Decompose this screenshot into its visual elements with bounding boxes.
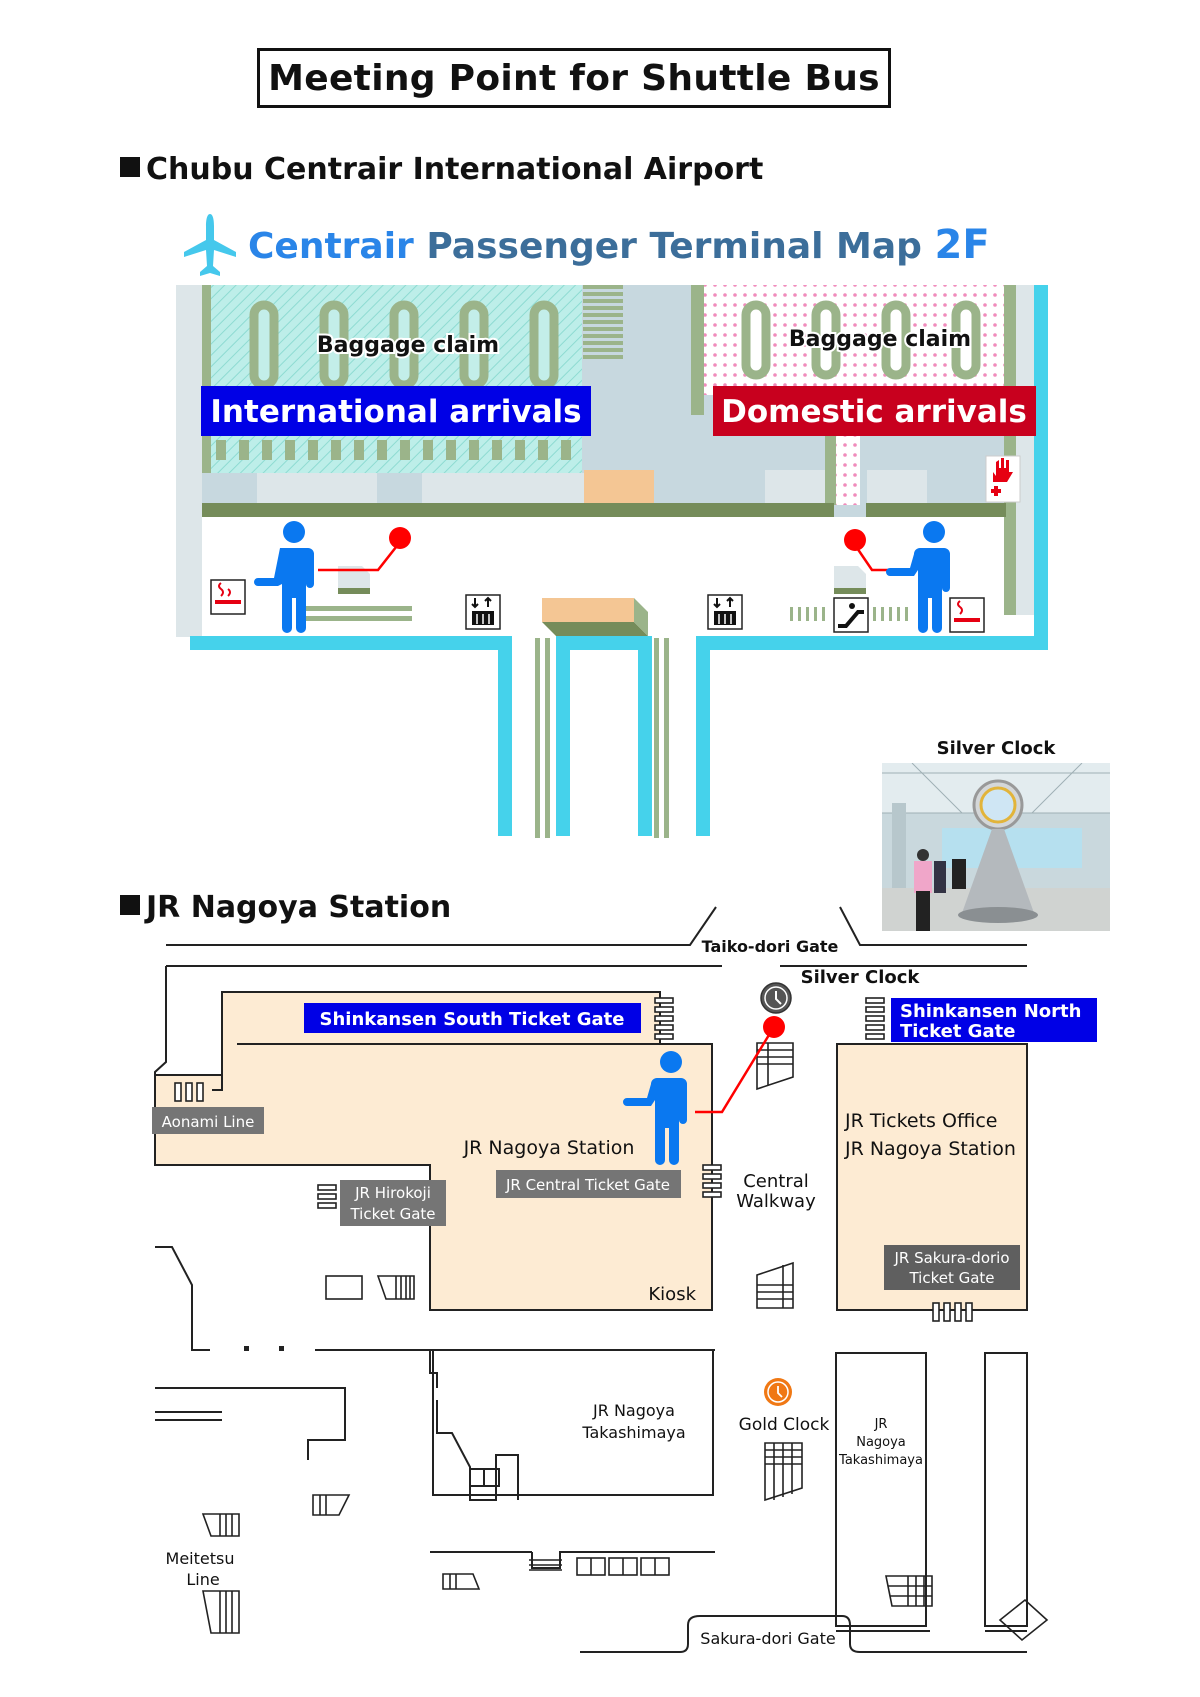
takashimaya-east-label-2: Nagoya [856, 1435, 906, 1450]
terminal-floor-label: 2F [934, 222, 990, 268]
moving-walkway-rails [535, 638, 669, 838]
terminal-map: Baggage claim Baggage claim Internationa… [176, 285, 1048, 838]
sakura-gate-label-2: Ticket Gate [908, 1269, 994, 1287]
meeting-point-intl [254, 521, 411, 633]
shinkansen-north-label-2: Ticket Gate [900, 1021, 1015, 1042]
takashimaya-east-label-3: Takashimaya [838, 1453, 923, 1468]
hirokoji-label-2: Ticket Gate [349, 1205, 435, 1223]
tickets-office-label-2: JR Nagoya Station [844, 1138, 1016, 1160]
jr-nagoya-station-label: JR Nagoya Station [463, 1137, 635, 1159]
sakura-gate-badge [884, 1245, 1020, 1290]
intl-arrivals-banner [201, 386, 591, 436]
gold-clock-label: Gold Clock [739, 1415, 830, 1435]
first-aid-icon [985, 455, 1021, 503]
sakura-gate-label-1: JR Sakura-dorio [893, 1249, 1009, 1267]
escalator-icon [833, 597, 869, 633]
tickets-office-label-1: JR Tickets Office [844, 1110, 997, 1132]
ticket-gate-markers [174, 997, 973, 1322]
shinkansen-north-label-1: Shinkansen North [900, 1001, 1081, 1022]
station-map: Taiko-dori Gate Silver Clock Shinkansen … [152, 906, 1097, 1653]
meeting-point-marker-station [763, 1016, 785, 1038]
jr-central-gate-badge [496, 1170, 681, 1198]
info-counter-dom [834, 566, 866, 588]
meeting-point-dom [844, 521, 950, 633]
silver-clock-icon [760, 982, 792, 1014]
gate-slots [529, 1557, 670, 1576]
central-stairs [583, 285, 623, 359]
meeting-point-marker [389, 527, 411, 549]
aonami-badge [152, 1107, 264, 1134]
person-icon [254, 521, 314, 633]
baggage-claim-dom-label: Baggage claim [789, 327, 971, 352]
terminal-map-name: Passenger Terminal Map [426, 226, 922, 267]
dom-arrivals-label: Domestic arrivals [721, 394, 1027, 430]
walkway [190, 285, 1048, 836]
photo-caption: Silver Clock [936, 738, 1056, 759]
taiko-gate-label: Taiko-dori Gate [702, 937, 839, 956]
takashimaya-west-label-1: JR Nagoya [592, 1401, 675, 1420]
dom-carousels [741, 300, 981, 380]
meitetsu-label-2: Line [186, 1570, 219, 1589]
meeting-point-station [623, 1016, 785, 1165]
meeting-point-marker-dom [844, 529, 866, 551]
shinkansen-north-badge [891, 998, 1097, 1042]
takashimaya-west-label-2: Takashimaya [581, 1423, 685, 1442]
meitetsu-label-1: Meitetsu [166, 1549, 235, 1568]
intl-customs-gates [216, 440, 571, 460]
jr-central-gate-label: JR Central Ticket Gate [505, 1176, 670, 1194]
central-walkway-label-1: Central [743, 1171, 809, 1192]
airport-section-heading: Chubu Centrair International Airport [120, 152, 763, 187]
page-title: Meeting Point for Shuttle Bus [257, 48, 891, 108]
station-section-heading: JR Nagoya Station [120, 890, 451, 925]
silver-clock-label: Silver Clock [801, 967, 921, 988]
smoking-area-icon-dom [949, 597, 985, 633]
shinkansen-south-label: Shinkansen South Ticket Gate [320, 1009, 625, 1030]
terminal-map-title: Centrair Passenger Terminal Map 2F [248, 222, 990, 268]
bullet-square-icon [120, 895, 140, 915]
kiosk-label: Kiosk [648, 1284, 696, 1305]
center-shop [542, 598, 634, 622]
central-walkway-label-2: Walkway [736, 1191, 816, 1212]
aonami-label: Aonami Line [162, 1113, 255, 1131]
elevator-icon-2 [707, 594, 743, 630]
intl-arrivals-label: International arrivals [210, 394, 581, 430]
bullet-square-icon [120, 157, 140, 177]
shop-block [584, 470, 654, 503]
silver-clock-photo [882, 763, 1110, 931]
street-outlines [155, 1246, 1028, 1653]
info-counter-intl [338, 566, 370, 588]
dom-arrivals-banner [713, 386, 1036, 436]
airplane-icon [184, 214, 236, 276]
baggage-claim-intl-label: Baggage claim [317, 333, 499, 358]
smoking-area-icon [210, 579, 246, 615]
arrival-wall [202, 503, 834, 517]
shinkansen-south-badge [304, 1003, 641, 1033]
airport-section-title: Chubu Centrair International Airport [146, 152, 764, 187]
station-section-title: JR Nagoya Station [146, 890, 452, 925]
gold-clock-icon [764, 1378, 792, 1406]
station-outlines [166, 906, 1027, 967]
sakura-dori-gate-label: Sakura-dori Gate [700, 1629, 835, 1648]
elevator-icon [465, 594, 501, 630]
hirokoji-badge [340, 1180, 446, 1226]
takashimaya-east-label-1: JR [874, 1417, 888, 1432]
terminal-map-brand: Centrair [248, 226, 414, 267]
intl-carousels [249, 300, 559, 390]
hirokoji-label-1: JR Hirokoji [354, 1184, 431, 1202]
person-icon-dom [886, 521, 950, 633]
person-icon-station [623, 1051, 687, 1165]
